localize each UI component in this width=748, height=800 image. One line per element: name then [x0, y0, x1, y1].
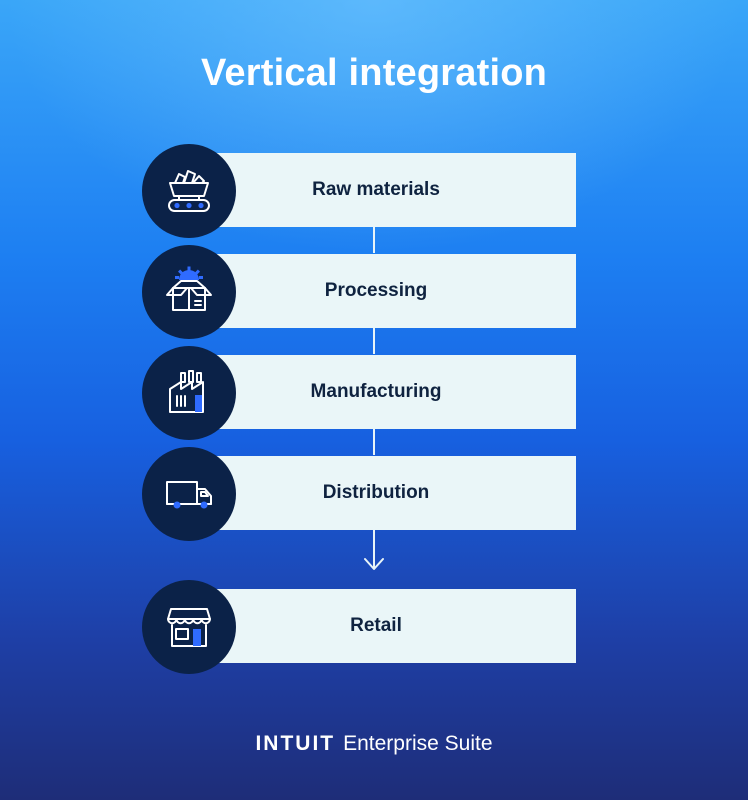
step-bar	[190, 254, 576, 328]
step-bar	[190, 456, 576, 530]
icon-circle	[142, 580, 236, 674]
step-processing: Processing	[142, 245, 578, 339]
icon-circle	[142, 447, 236, 541]
step-label: Retail	[350, 615, 402, 636]
arrow-down-icon	[364, 558, 384, 570]
connector-line	[373, 530, 375, 568]
step-bar	[190, 355, 576, 429]
connector-line	[373, 328, 375, 354]
step-retail: Retail	[142, 580, 578, 674]
product-name: Enterprise Suite	[343, 732, 493, 755]
brand-logo: INTUIT	[255, 732, 336, 755]
footer-branding: INTUIT Enterprise Suite	[0, 732, 748, 756]
step-label: Distribution	[322, 482, 430, 503]
step-manufacturing: Manufacturing	[142, 346, 578, 440]
step-label: Raw materials	[312, 179, 440, 200]
diagram-title: Vertical integration	[200, 52, 548, 94]
step-label: Processing	[324, 280, 428, 301]
factory-icon	[169, 370, 204, 413]
step-bar	[190, 153, 576, 227]
truck-icon	[166, 481, 212, 509]
box-gear-icon	[166, 266, 212, 311]
step-raw-materials: Raw materials	[142, 144, 578, 238]
step-distribution: Distribution	[142, 447, 578, 541]
step-bar	[190, 589, 576, 663]
icon-circle	[142, 245, 236, 339]
conveyor-cart-icon	[168, 170, 210, 212]
storefront-icon	[167, 608, 211, 647]
connector-line	[373, 429, 375, 455]
icon-circle	[142, 346, 236, 440]
icon-circle	[142, 144, 236, 238]
step-label: Manufacturing	[310, 381, 442, 402]
connector-line	[373, 227, 375, 253]
